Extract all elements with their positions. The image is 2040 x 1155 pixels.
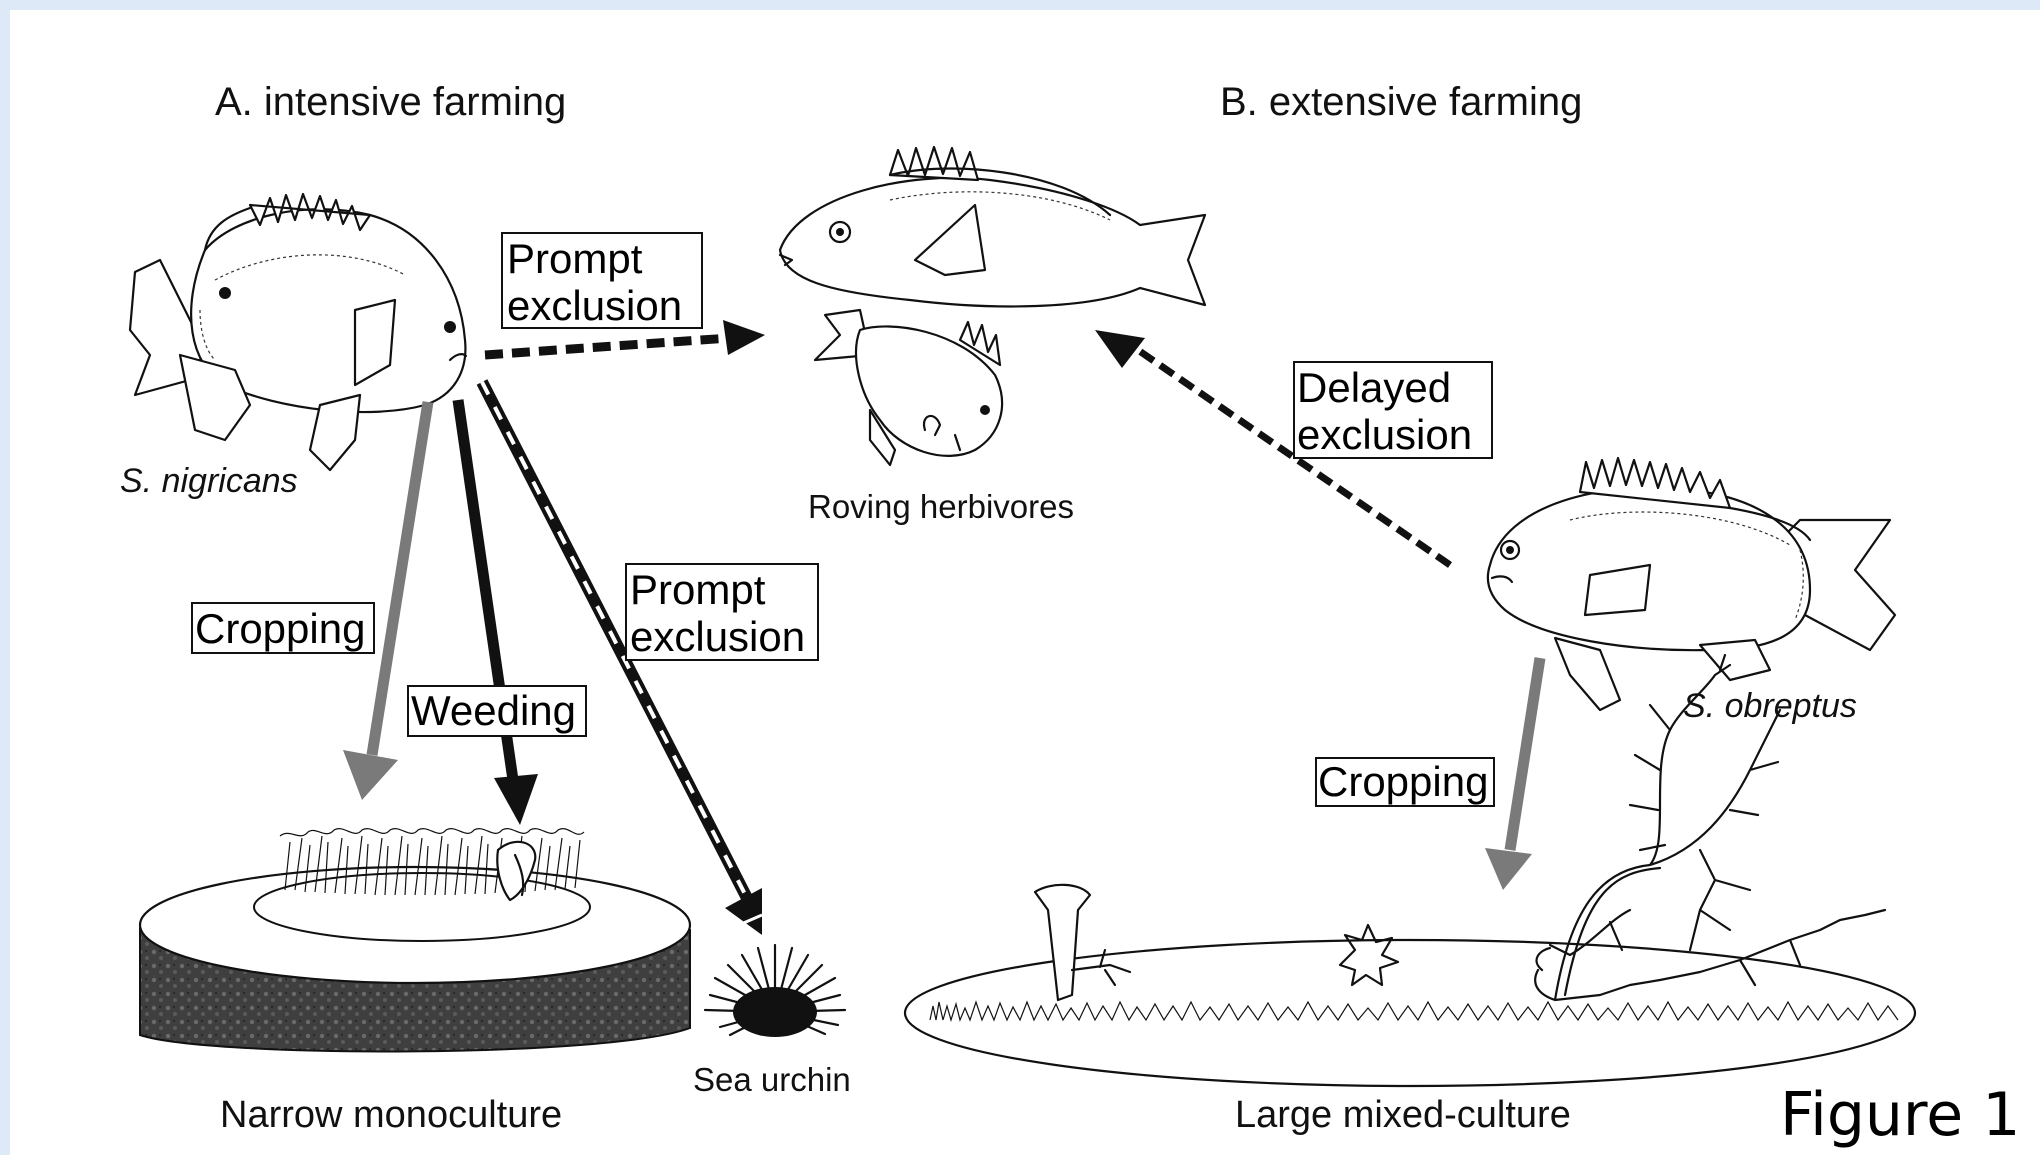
- nigricans-fish-icon: [130, 194, 466, 470]
- panel-title-intensive: A. intensive farming: [215, 80, 566, 124]
- box-delayed-exclusion: Delayed exclusion: [1294, 362, 1492, 458]
- box-cropping-a: Cropping: [192, 603, 374, 653]
- cropping-b-text: Cropping: [1318, 758, 1488, 805]
- delayed-exclusion-line2: exclusion: [1297, 411, 1472, 458]
- label-s-obreptus: S. obreptus: [1683, 687, 1857, 725]
- figure-diagram: A. intensive farming B. extensive farmin…: [10, 10, 2040, 1155]
- box-prompt-exclusion-top: Prompt exclusion: [502, 233, 702, 329]
- label-s-nigricans: S. nigricans: [120, 462, 298, 500]
- surgeonfish-icon: [815, 310, 1002, 465]
- sea-urchin-icon: [705, 945, 845, 1037]
- label-narrow-monoculture: Narrow monoculture: [220, 1094, 562, 1136]
- narrow-monoculture-icon: [140, 829, 690, 1052]
- figure-label: Figure 1: [1780, 1080, 2020, 1150]
- panel-title-extensive: B. extensive farming: [1220, 80, 1582, 124]
- prompt-exclusion-top-line2: exclusion: [507, 282, 682, 329]
- label-large-mixed-culture: Large mixed-culture: [1235, 1094, 1571, 1136]
- label-roving-herbivores: Roving herbivores: [808, 488, 1074, 525]
- label-sea-urchin: Sea urchin: [693, 1061, 851, 1098]
- obreptus-fish-icon: [1488, 458, 1895, 710]
- figure-frame: A. intensive farming B. extensive farmin…: [10, 10, 2040, 1155]
- delayed-exclusion-line1: Delayed: [1297, 364, 1451, 411]
- parrotfish-icon: [780, 147, 1205, 306]
- prompt-exclusion-mid-line1: Prompt: [630, 566, 766, 613]
- arrow-cropping-a: [343, 402, 428, 800]
- prompt-exclusion-top-line1: Prompt: [507, 235, 643, 282]
- prompt-exclusion-mid-line2: exclusion: [630, 613, 805, 660]
- cropping-a-text: Cropping: [195, 605, 365, 652]
- box-prompt-exclusion-mid: Prompt exclusion: [626, 564, 818, 660]
- weeding-text: Weeding: [411, 687, 576, 734]
- box-cropping-b: Cropping: [1316, 758, 1494, 806]
- box-weeding: Weeding: [408, 686, 586, 736]
